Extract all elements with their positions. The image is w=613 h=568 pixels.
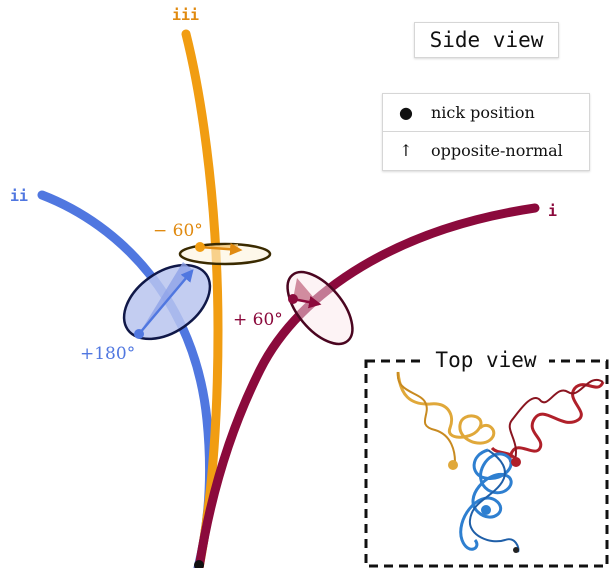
junction-point	[194, 560, 204, 568]
legend: ● nick position ↑ opposite-normal	[382, 93, 590, 171]
angle-label-iii: − 60°	[153, 221, 203, 241]
angle-label-ii: +180°	[80, 344, 135, 364]
strand-i-curve	[194, 203, 540, 568]
legend-item-opposite-normal: ↑ opposite-normal	[383, 132, 589, 169]
top-view-inset	[364, 359, 609, 568]
strand-label-iii: iii	[172, 6, 199, 24]
legend-label: nick position	[431, 103, 535, 122]
arrow-up-icon: ↑	[399, 141, 413, 160]
dot-icon: ●	[399, 103, 413, 122]
helix-orange	[396, 371, 496, 445]
disc-ii	[122, 262, 212, 341]
strand-label-ii: ii	[10, 187, 28, 205]
angle-label-i: + 60°	[233, 310, 283, 330]
top-view-title: Top view	[423, 344, 549, 376]
legend-label: opposite-normal	[431, 141, 563, 160]
strand-label-i: i	[548, 202, 557, 220]
disc-iii	[178, 242, 272, 266]
legend-item-nick-position: ● nick position	[383, 94, 589, 132]
side-view-title: Side view	[414, 22, 559, 58]
disc-i	[286, 270, 354, 346]
